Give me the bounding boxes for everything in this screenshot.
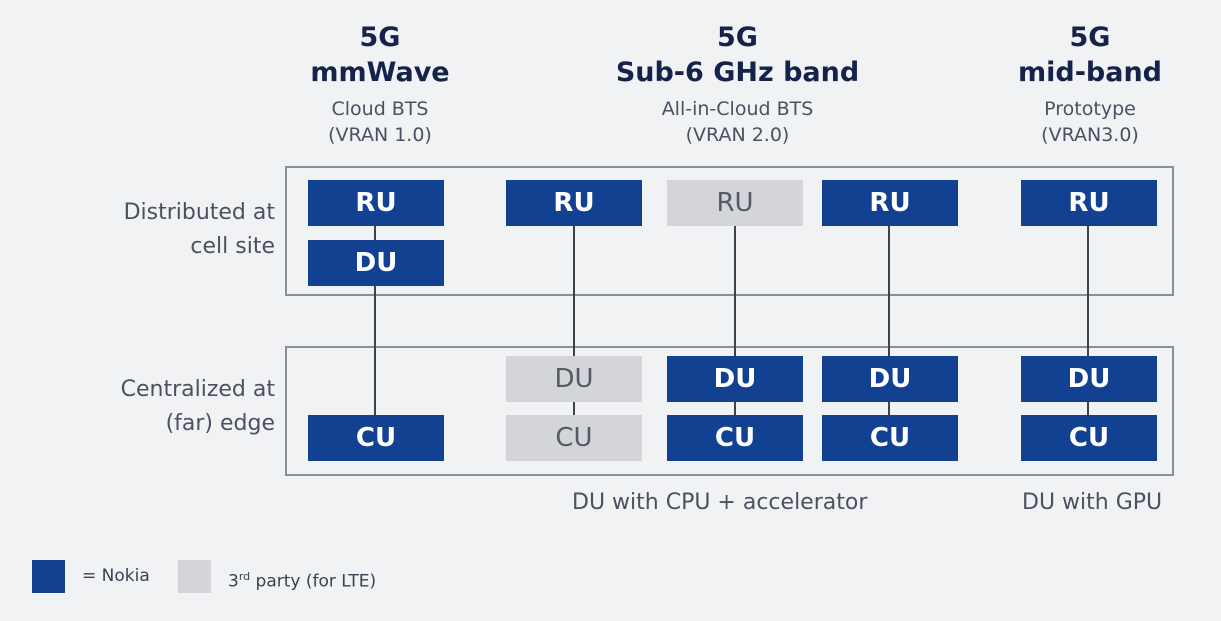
ru-box: RU <box>506 180 642 226</box>
row-label-line2: cell site <box>190 234 275 259</box>
row-label-line1: Distributed at <box>123 200 275 225</box>
legend-third-party-label: 3rd party (for LTE) <box>228 560 376 599</box>
column-title-line1: 5G <box>359 22 401 53</box>
legend-nokia-swatch <box>32 560 65 593</box>
caption-gpu: DU with GPU <box>1022 490 1163 515</box>
caption-cpu-accelerator: DU with CPU + accelerator <box>572 490 868 515</box>
legend-third-suffix: party (for LTE) <box>250 571 377 592</box>
column-title-line2: Sub-6 GHz band <box>615 57 860 88</box>
connector-line-col3 <box>734 226 736 416</box>
centralized-group-frame <box>285 346 1174 476</box>
du-box: DU <box>667 356 803 402</box>
row-label-line2: (far) edge <box>165 411 275 436</box>
column-subtitle-line2: (VRAN 2.0) <box>685 124 790 146</box>
connector-line-col5 <box>1087 226 1089 416</box>
column-subtitle-line1: Prototype <box>1044 98 1136 120</box>
cu-box: CU <box>308 415 444 461</box>
legend-third-party-swatch <box>178 560 211 593</box>
column-title-line2: mid-band <box>1017 57 1163 88</box>
row-label-distributed: Distributed at cell site <box>40 196 275 264</box>
column-subtitle-line2: (VRAN3.0) <box>1041 124 1139 146</box>
column-subtitle-line1: All-in-Cloud BTS <box>661 98 814 120</box>
cu-box: CU <box>667 415 803 461</box>
connector-line-col2 <box>573 226 575 416</box>
ru-box-third-party: RU <box>667 180 803 226</box>
cu-box: CU <box>822 415 958 461</box>
ru-box: RU <box>308 180 444 226</box>
cu-box-third-party: CU <box>506 415 642 461</box>
column-header-mmwave: 5G mmWave Cloud BTS (VRAN 1.0) <box>295 20 465 148</box>
du-box: DU <box>308 240 444 286</box>
ru-box: RU <box>1021 180 1157 226</box>
column-subtitle-line2: (VRAN 1.0) <box>328 124 432 146</box>
du-box: DU <box>1021 356 1157 402</box>
column-header-midband: 5G mid-band Prototype (VRAN3.0) <box>1000 20 1180 148</box>
connector-line-col4 <box>888 226 890 416</box>
column-title-line2: mmWave <box>310 57 450 88</box>
column-title-line1: 5G <box>1069 22 1111 53</box>
column-title-line1: 5G <box>717 22 758 53</box>
distributed-group-frame <box>285 166 1174 296</box>
cu-box: CU <box>1021 415 1157 461</box>
connector-line-col1 <box>374 226 376 416</box>
row-label-centralized: Centralized at (far) edge <box>40 373 275 441</box>
du-box-third-party: DU <box>506 356 642 402</box>
legend-nokia-label: = Nokia <box>82 566 150 586</box>
column-header-sub6: 5G Sub-6 GHz band All-in-Cloud BTS (VRAN… <box>585 20 890 148</box>
du-box: DU <box>822 356 958 402</box>
legend-third-prefix: 3 <box>228 571 239 592</box>
ru-box: RU <box>822 180 958 226</box>
row-label-line1: Centralized at <box>120 377 275 402</box>
legend-third-sup: rd <box>238 570 251 583</box>
column-subtitle-line1: Cloud BTS <box>331 98 429 120</box>
